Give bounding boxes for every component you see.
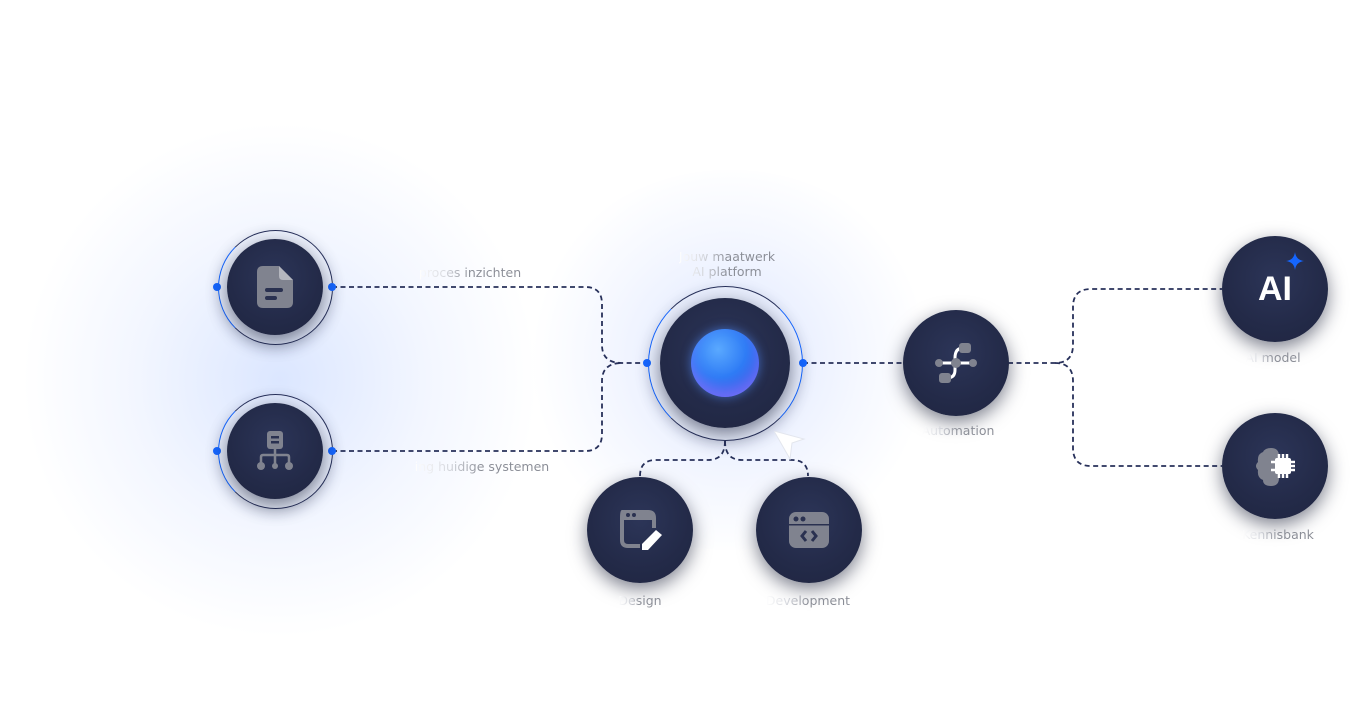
document-icon [257,266,293,308]
connector-input-1 [332,286,647,364]
input-label-1: proces inzichten [418,265,522,280]
blue-sphere-icon [691,329,759,397]
ai-text-icon: AI [1258,269,1292,308]
connector-input-2 [332,362,623,452]
output-label-development: Development [765,593,851,608]
input-node-document[interactable] [227,239,323,335]
connector-dot [213,447,221,455]
sitemap-icon [257,431,293,470]
connector-outputs [639,440,726,477]
connector-dot [328,283,336,291]
connector-dot [643,359,651,367]
connector-outputs-2 [724,440,809,477]
window-code-icon [789,512,829,548]
output-label-design: Design [618,593,662,608]
brain-chip-icon [1256,448,1295,486]
target-node-kennisbank[interactable] [1222,413,1328,519]
cursor-pointer-icon [774,431,806,461]
center-title-line2: AI platform [692,264,762,279]
target-label-ai-model: AI model [1245,350,1301,365]
window-pencil-icon [620,510,662,550]
target-label-kennisbank: Kennisbank [1242,527,1314,542]
sparkle-icon [1286,252,1304,270]
connector-target-2 [1054,362,1222,467]
output-node-development[interactable] [756,477,862,583]
input-label-2: ing huidige systemen [414,459,550,474]
output-node-design[interactable] [587,477,693,583]
automation-label: Automation [921,423,995,438]
connector-dot [328,447,336,455]
target-node-ai-model[interactable]: AI [1222,236,1328,342]
connector-dot [213,283,221,291]
center-node-ai-platform[interactable] [660,298,790,428]
connector-target-1 [1008,288,1222,364]
connector-dot [799,359,807,367]
workflow-icon [935,343,977,383]
center-title: Jouw maatwerk AI platform [679,249,775,279]
input-node-systems[interactable] [227,403,323,499]
automation-node[interactable] [903,310,1009,416]
center-title-line1: Jouw maatwerk [678,249,776,264]
